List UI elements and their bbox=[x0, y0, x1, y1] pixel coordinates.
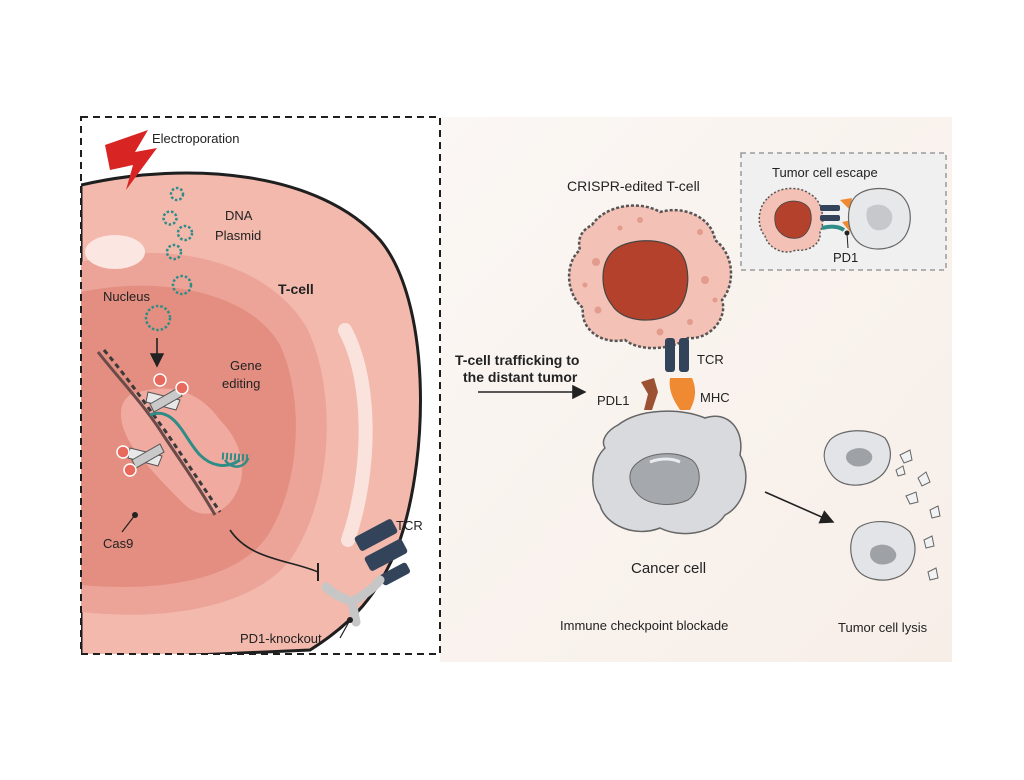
cas9-scissors-bottom bbox=[116, 443, 165, 477]
gene-editing-line1: Gene bbox=[230, 358, 262, 373]
tcr-label-right: TCR bbox=[697, 352, 724, 367]
pd1-pointer-line bbox=[339, 619, 351, 639]
tumor-escape-inset: Tumor cell escape PD1 bbox=[740, 152, 947, 271]
right-panel: CRISPR-edited T-cell TCR MHC PDL1 T-cell… bbox=[455, 152, 947, 635]
cancer-cell-label: Cancer cell bbox=[631, 560, 706, 577]
tcell-label: T-cell bbox=[278, 281, 314, 297]
escape-title: Tumor cell escape bbox=[772, 165, 878, 180]
membrane-highlight bbox=[338, 323, 373, 547]
cancer-cell bbox=[592, 410, 747, 535]
tcr-label-left: TCR bbox=[396, 518, 423, 533]
tcr-engaged bbox=[665, 338, 689, 372]
cas9-pointer-line bbox=[121, 514, 136, 533]
electroporation-label: Electroporation bbox=[152, 131, 239, 146]
mhc-molecule bbox=[669, 378, 696, 410]
trafficking-label-line1: T-cell trafficking to bbox=[455, 352, 579, 368]
vesicle bbox=[85, 235, 145, 269]
pdl1-molecule bbox=[641, 378, 658, 410]
trafficking-label-line2: the distant tumor bbox=[463, 369, 578, 385]
mhc-label: MHC bbox=[700, 390, 730, 405]
nucleus-label: Nucleus bbox=[103, 289, 150, 304]
pdl1-label: PDL1 bbox=[597, 393, 630, 408]
cas9-label: Cas9 bbox=[103, 536, 133, 551]
pd1-knockout-receptor bbox=[321, 575, 385, 627]
cas9-scissors-top bbox=[145, 373, 189, 413]
tcr-receptor bbox=[354, 519, 411, 586]
crispr-tcell bbox=[567, 204, 733, 350]
pd1-label: PD1 bbox=[833, 250, 858, 265]
lysis-arrow bbox=[764, 491, 835, 524]
tumor-lysis-label: Tumor cell lysis bbox=[838, 620, 928, 635]
lightning-bolt-icon bbox=[105, 130, 157, 190]
dna-plasmids bbox=[144, 186, 194, 332]
left-panel: Electroporation DNA Plasmid Nucleus T-ce… bbox=[80, 116, 441, 655]
crispr-tcell-label: CRISPR-edited T-cell bbox=[567, 178, 700, 194]
left-panel-border bbox=[80, 116, 441, 655]
lysed-tumor-cells bbox=[823, 430, 941, 581]
dna-double-helix bbox=[96, 349, 251, 516]
checkpoint-blockade-label: Immune checkpoint blockade bbox=[560, 618, 728, 633]
inhibition-line bbox=[229, 529, 319, 573]
dna-label-line1: DNA bbox=[225, 208, 253, 223]
gene-editing-line2: editing bbox=[222, 376, 260, 391]
dna-label-line2: Plasmid bbox=[215, 228, 261, 243]
pd1-knockout-label: PD1-knockout bbox=[240, 631, 322, 646]
